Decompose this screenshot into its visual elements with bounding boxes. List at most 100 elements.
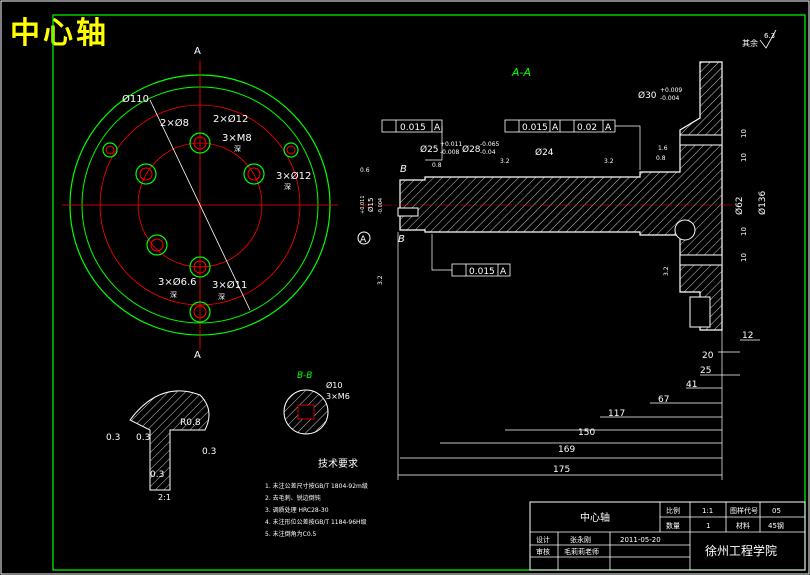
detail-profile: [129, 390, 210, 491]
roughness-symbol: [759, 29, 777, 49]
tech-req-3: 3. 调质处理 HRC28-30: [265, 506, 329, 514]
label-deep-2: 深: [284, 182, 291, 191]
tb-material-label: 材料: [736, 521, 750, 530]
tb-school: 徐州工程学院: [705, 543, 777, 558]
leader-tol-mid: [615, 125, 641, 170]
bb-keyway: [297, 404, 315, 420]
dim-d28: Ø28: [462, 144, 481, 155]
hole-left: [135, 163, 157, 185]
label-holes-2x8: 2×Ø8: [160, 117, 189, 129]
dim-d30-lo: -0.004: [660, 95, 680, 102]
rough-32a: 3.2: [500, 158, 510, 165]
inner-border: [52, 14, 806, 571]
hole-bottom-left: [146, 234, 168, 256]
datum-a-label: A: [360, 235, 367, 245]
tb-designer-label: 设计: [536, 535, 550, 544]
rough-08b: 0.8: [656, 155, 666, 162]
rough-t10d: 10: [740, 253, 748, 262]
datum-a-circle: [357, 231, 371, 245]
dim-dleft-up: +0.011: [360, 195, 366, 214]
rough-08a: 0.8: [432, 162, 442, 169]
tb-checker-label: 审核: [536, 547, 550, 556]
dim-d30-up: +0.009: [660, 87, 682, 94]
tb-checker: 毛莉莉老师: [564, 547, 599, 556]
dim-d30: Ø30: [638, 90, 657, 101]
section-mark-b-bottom: B: [398, 234, 405, 245]
detail-d1: 0.3: [106, 433, 120, 443]
label-holes-3x12: 3×Ø12: [276, 170, 311, 182]
tol-runout2-value: 0.02: [577, 123, 597, 133]
rough-06: 0.6: [360, 167, 370, 174]
tb-qty-label: 数量: [666, 521, 680, 530]
label-deep-3: 深: [170, 290, 177, 299]
tb-drawing-no-label: 图样代号: [730, 506, 758, 515]
tech-req-4: 4. 未注形位公差按GB/T 1184-96H级: [265, 518, 367, 526]
len-25: 25: [700, 366, 711, 376]
drawing-title: 中心轴: [10, 16, 109, 51]
tol-bottom-value: 0.015: [469, 267, 495, 277]
rough-16: 1.6: [658, 145, 668, 152]
len-117: 117: [608, 409, 625, 419]
length-dims: [397, 232, 760, 480]
dim-d25-up: +0.011: [440, 141, 462, 148]
flange-bore-top: [679, 134, 723, 146]
label-flange-dia: Ø110: [122, 93, 149, 105]
tech-req-heading: 技术要求: [318, 457, 358, 470]
detail-d4: 0.3: [202, 447, 216, 457]
tolerance-frame-bottom: 0.015 A: [451, 263, 511, 277]
detail-view: 0.3 0.3 R0.8 0.3 0.3 2:1: [106, 390, 216, 502]
len-41: 41: [686, 380, 697, 390]
title-block: 中心轴 比例 1:1 图样代号 05 数量 1 材料 45钢 设计 张永刚 20…: [529, 501, 806, 571]
tb-qty: 1: [706, 522, 710, 530]
bb-dia10: Ø10: [326, 380, 342, 390]
tb-drawing-no: 05: [772, 507, 781, 515]
len-169: 169: [558, 445, 575, 455]
flange-bore-bottom: [679, 254, 723, 266]
hole-top: [189, 132, 211, 154]
tech-req-5: 5. 未注倒角为C0.5: [265, 530, 317, 538]
label-holes-3x11: 3×Ø11: [212, 279, 247, 291]
hole-bottom-center: [189, 256, 211, 278]
len-175: 175: [553, 465, 570, 475]
len-150: 150: [578, 428, 595, 438]
tb-ratio: 1:1: [702, 507, 713, 515]
flange-view: Ø110 2×Ø8 2×Ø12 3×M8 3×Ø12 3×Ø6.6 3×Ø11 …: [62, 46, 338, 361]
dim-d25: Ø25: [420, 144, 439, 155]
tolerance-frame-middle: 0.015 A 0.02 A: [504, 119, 616, 133]
detail-d3: 0.3: [150, 470, 164, 480]
detail-d2: 0.3: [136, 433, 150, 443]
rough-32d: 3.2: [663, 266, 670, 276]
section-bb-label: B-B: [297, 371, 312, 381]
tb-ratio-label: 比例: [666, 506, 680, 515]
keyway: [397, 207, 419, 217]
rough-32b: 3.2: [604, 158, 614, 165]
section-mark-a-bottom: A: [194, 350, 201, 361]
label-holes-3xm8: 3×M8: [222, 133, 252, 144]
dim-dleft-lo: -0.004: [378, 198, 384, 214]
tol-top-ref: A: [434, 123, 441, 133]
dim-d28-lo: -0.04: [480, 149, 496, 156]
section-aa-view: A-A B B A 0.015 A 0.015: [357, 29, 777, 480]
hole-right: [243, 163, 265, 185]
section-mark-a-top: A: [194, 46, 201, 57]
tol-runout2-ref: A: [605, 123, 612, 133]
rough-t10a: 10: [740, 129, 748, 138]
dim-d28-up: -0.065: [480, 141, 500, 148]
tb-designer: 张永刚: [570, 535, 591, 544]
rough-t10c: 10: [740, 227, 748, 236]
tb-material: 45钢: [768, 521, 784, 530]
tolerance-frame-top: 0.015 A: [381, 119, 443, 133]
roughness-general-value: 6.3: [764, 32, 775, 40]
tech-requirements: 技术要求 1. 未注公差尺寸按GB/T 1804-92m级 2. 去毛刺、锐边倒…: [265, 457, 368, 538]
rough-t10b: 10: [740, 153, 748, 162]
hole-bottom: [189, 301, 211, 323]
len-20: 20: [702, 351, 714, 361]
section-mark-b-top: B: [400, 164, 407, 175]
shaft-body: [399, 61, 723, 331]
tb-part-name: 中心轴: [580, 511, 610, 524]
detail-scale: 2:1: [158, 493, 171, 502]
tol-top-value: 0.015: [400, 123, 426, 133]
hole-far-right: [283, 142, 299, 158]
